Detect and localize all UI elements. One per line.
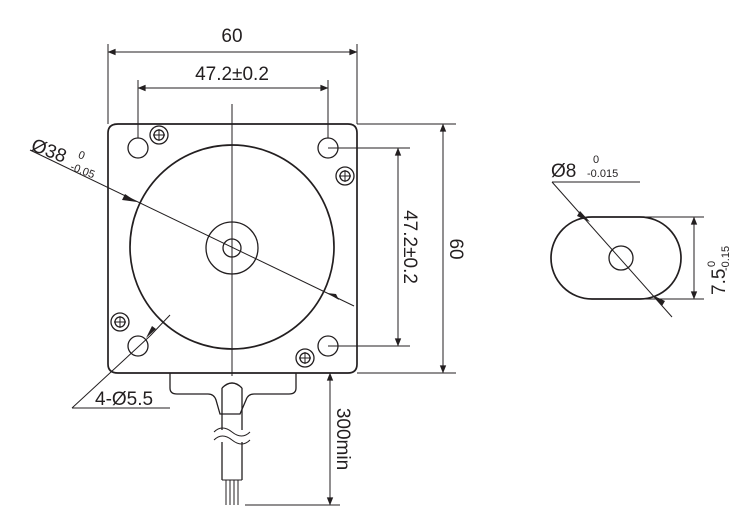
screw-head-2 [335,166,355,186]
dim-shaft-flat: 7.5 0 -0.15 [706,246,732,295]
dim-pilot-diameter: Ø38 0 -0.05 [28,135,97,181]
cable [213,382,251,505]
svg-text:Ø8: Ø8 [551,161,576,182]
dim-mount-holes: 4-Ø5.5 [95,389,153,410]
dim-cable-length: 300min [332,408,353,470]
svg-text:-0.15: -0.15 [720,246,732,271]
screw-head-4 [295,348,315,368]
dim-shaft-diameter: Ø8 0 -0.015 [551,154,618,182]
svg-text:0: 0 [706,261,718,267]
svg-text:0: 0 [593,154,599,166]
svg-text:Ø38: Ø38 [28,135,69,167]
screw-head-3 [110,312,130,332]
mount-hole-bl [127,335,149,357]
front-view [29,44,456,506]
shaft-end-view [550,181,704,318]
shaft-center-hole [608,245,634,271]
shaft-profile [550,216,682,300]
dim-right-height: 60 [445,238,466,259]
dim-hole-spacing-v: 47.2±0.2 [399,210,420,284]
pilot-diameter-leader [29,149,355,307]
svg-text:7.5: 7.5 [709,269,730,295]
svg-text:0: 0 [76,149,86,162]
screw-head-1 [149,125,169,145]
svg-text:-0.05: -0.05 [69,161,97,181]
mount-hole-tl [127,137,149,159]
connector-housing [169,373,297,415]
dim-hole-spacing-h: 47.2±0.2 [195,64,269,85]
flange-outline [107,123,358,374]
svg-text:-0.015: -0.015 [587,168,618,180]
dim-top-width: 60 [221,26,242,47]
